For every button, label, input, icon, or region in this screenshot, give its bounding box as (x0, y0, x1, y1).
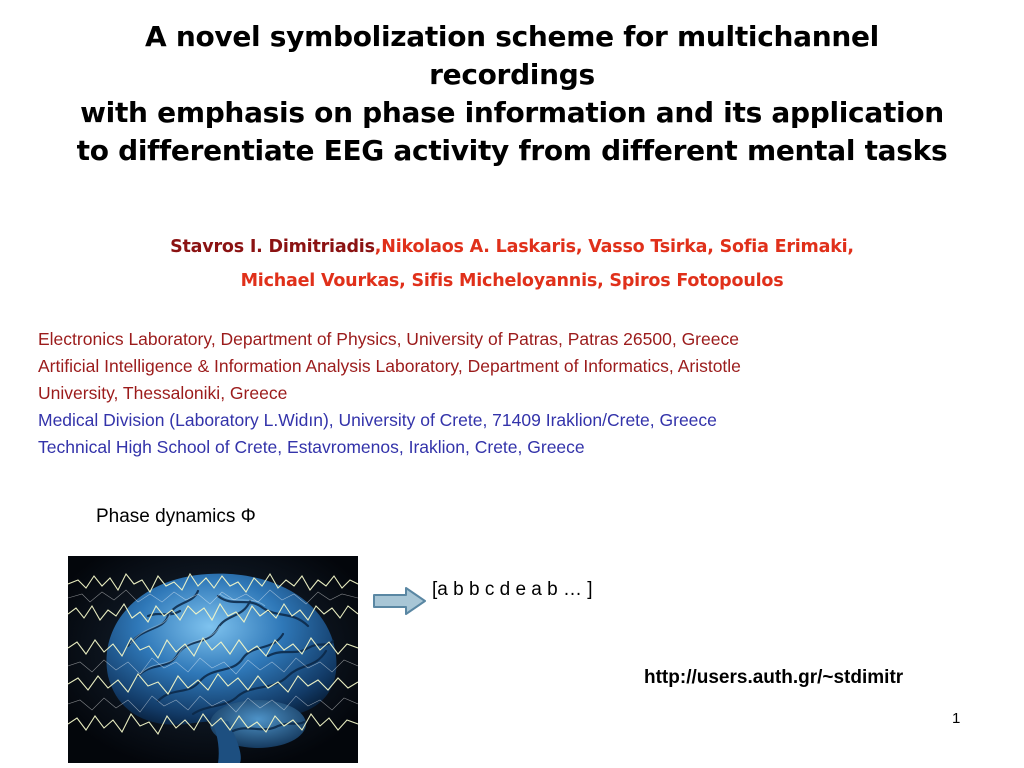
brain-eeg-image (68, 556, 358, 763)
author-line-1: Stavros I. Dimitriadis,Nikolaos A. Laska… (0, 230, 1024, 264)
title-line-4: to differentiate EEG activity from diffe… (76, 134, 948, 167)
affiliation-crete-medical: Medical Division (Laboratory L.Widın), U… (38, 410, 717, 430)
affiliation-list: Electronics Laboratory, Department of Ph… (38, 326, 998, 461)
phase-dynamics-label: Phase dynamics Φ (96, 506, 256, 527)
title-line-3: with emphasis on phase information and i… (80, 96, 944, 129)
author-url-link[interactable]: http://users.auth.gr/~stdimitr (644, 667, 904, 688)
author-line-2: Michael Vourkas, Sifis Micheloyannis, Sp… (240, 271, 784, 291)
first-author: Stavros I. Dimitriadis (170, 237, 375, 257)
affiliation-aristotle: Artificial Intelligence & Information An… (38, 356, 741, 376)
symbol-sequence: [a b b c d e a b … ] (432, 579, 593, 600)
slide-title: A novel symbolization scheme for multich… (0, 18, 1024, 170)
co-authors-line-1: ,Nikolaos A. Laskaris, Vasso Tsirka, Sof… (374, 237, 854, 257)
title-line-1: A novel symbolization scheme for multich… (145, 20, 879, 53)
page-number: 1 (952, 710, 961, 727)
affiliation-patras: Electronics Laboratory, Department of Ph… (38, 329, 739, 349)
author-list: Stavros I. Dimitriadis,Nikolaos A. Laska… (0, 230, 1024, 298)
right-arrow-icon (373, 587, 426, 615)
title-line-2: recordings (429, 58, 595, 91)
affiliation-technical-school: Technical High School of Crete, Estavrom… (38, 437, 585, 457)
affiliation-aristotle-cont: University, Thessaloniki, Greece (38, 383, 288, 403)
